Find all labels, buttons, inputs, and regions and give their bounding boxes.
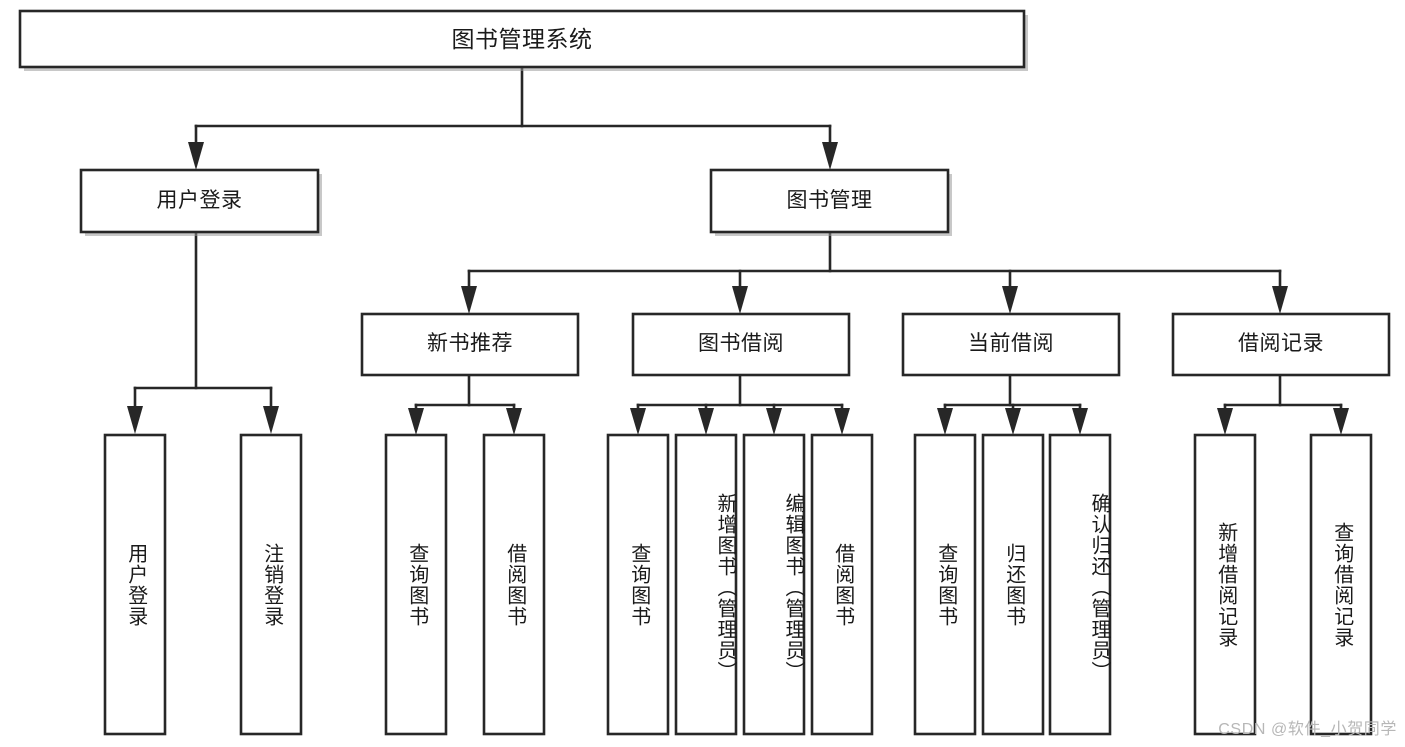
- node-user-login-box[interactable]: [79, 168, 320, 234]
- node-leaf-user-login-box[interactable]: [103, 433, 167, 736]
- node-leaf-query-record-box[interactable]: [1309, 433, 1373, 736]
- node-leaf-confirm-return-box[interactable]: [1048, 433, 1112, 736]
- node-book-manage-box[interactable]: [709, 168, 950, 234]
- node-layer: [18, 9, 1391, 736]
- arrow-head-leaf-add-record: [1217, 408, 1233, 435]
- arrow-head-borrow-record: [1272, 286, 1288, 314]
- node-leaf-borrow-book-a-box[interactable]: [482, 433, 546, 736]
- arrow-head-leaf-query-book-c: [937, 408, 953, 435]
- node-leaf-user-logout-box[interactable]: [239, 433, 303, 736]
- arrow-head-leaf-borrow-book-b: [834, 408, 850, 435]
- node-new-book-rec-box[interactable]: [360, 312, 580, 377]
- node-leaf-query-book-a-box[interactable]: [384, 433, 448, 736]
- arrow-head-leaf-query-book-b: [630, 408, 646, 435]
- arrow-head-leaf-user-login: [127, 406, 143, 434]
- arrow-head-leaf-borrow-book-a: [506, 408, 522, 435]
- connector-layer: [127, 65, 1349, 435]
- arrow-head-leaf-return-book: [1005, 408, 1021, 435]
- arrow-head-leaf-confirm-return: [1072, 408, 1088, 435]
- arrow-head-leaf-query-book-a: [408, 408, 424, 435]
- arrow-head-leaf-query-record: [1333, 408, 1349, 435]
- node-leaf-query-book-b-box[interactable]: [606, 433, 670, 736]
- node-borrow-record-box[interactable]: [1171, 312, 1391, 377]
- arrow-head-leaf-edit-book: [766, 408, 782, 435]
- node-current-borrow-box[interactable]: [901, 312, 1121, 377]
- node-leaf-return-book-box[interactable]: [981, 433, 1045, 736]
- arrow-head-leaf-add-book: [698, 408, 714, 435]
- node-leaf-edit-book-box[interactable]: [742, 433, 806, 736]
- node-root-box[interactable]: [18, 9, 1026, 69]
- node-leaf-add-record-box[interactable]: [1193, 433, 1257, 736]
- node-leaf-borrow-book-b-box[interactable]: [810, 433, 874, 736]
- arrow-head-leaf-user-logout: [263, 406, 279, 434]
- arrow-head-book-borrow: [732, 286, 748, 314]
- arrow-head-book-manage: [822, 142, 838, 170]
- node-book-borrow-box[interactable]: [631, 312, 851, 377]
- arrow-head-new-book-rec: [461, 286, 477, 314]
- arrow-head-current-borrow: [1002, 286, 1018, 314]
- node-leaf-add-book-box[interactable]: [674, 433, 738, 736]
- node-leaf-query-book-c-box[interactable]: [913, 433, 977, 736]
- arrow-head-user-login: [188, 142, 204, 170]
